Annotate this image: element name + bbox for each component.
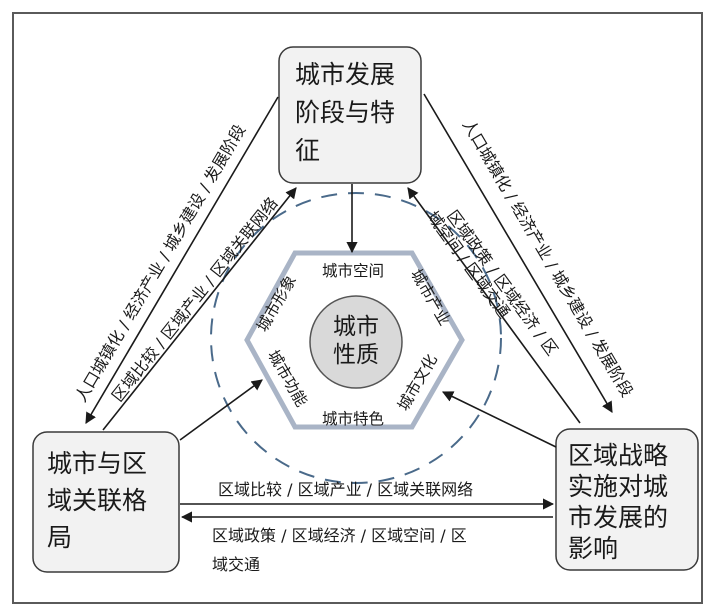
arrow-top-to-right xyxy=(423,93,613,413)
node-left-box xyxy=(32,431,180,573)
diagram-frame xyxy=(12,12,703,604)
node-top-line-3: 征 xyxy=(295,136,320,165)
dashed-circle xyxy=(210,192,502,484)
node-right-line-3: 市发展的 xyxy=(568,503,668,532)
node-left-line-1: 城市与区 xyxy=(47,449,147,478)
node-right-box xyxy=(555,428,699,571)
node-left-line-3: 局 xyxy=(47,523,72,552)
arrow-right-to-hexagon xyxy=(441,391,557,448)
node-right-line-1: 区域战略 xyxy=(568,441,668,470)
arrow-left-to-top xyxy=(102,187,297,431)
center-line-2: 性质 xyxy=(333,342,379,368)
arrow-left-to-hexagon xyxy=(179,379,263,441)
node-left-line-2: 域关联格 xyxy=(47,486,147,515)
flow-label-bottom-lower-2: 域交通 xyxy=(212,555,260,574)
hex-label-bottom: 城市特色 xyxy=(322,410,384,428)
node-right-line-2: 实施对城 xyxy=(568,472,668,501)
node-top-line-1: 城市发展 xyxy=(295,60,395,89)
node-top-box xyxy=(278,46,422,184)
center-node xyxy=(309,295,403,389)
flow-label-bottom-lower-1: 区域政策 / 区域经济 / 区域空间 / 区 xyxy=(212,526,467,545)
hex-label-top: 城市空间 xyxy=(322,262,384,280)
node-right-line-4: 影响 xyxy=(568,534,618,563)
flow-label-bottom-top: 区域比较 / 区域产业 / 区域关联网络 xyxy=(218,480,473,499)
arrow-top-to-left xyxy=(85,96,279,424)
arrow-right-to-top xyxy=(407,187,581,424)
center-line-1: 城市 xyxy=(333,314,379,340)
node-top-line-2: 阶段与特 xyxy=(295,98,395,127)
